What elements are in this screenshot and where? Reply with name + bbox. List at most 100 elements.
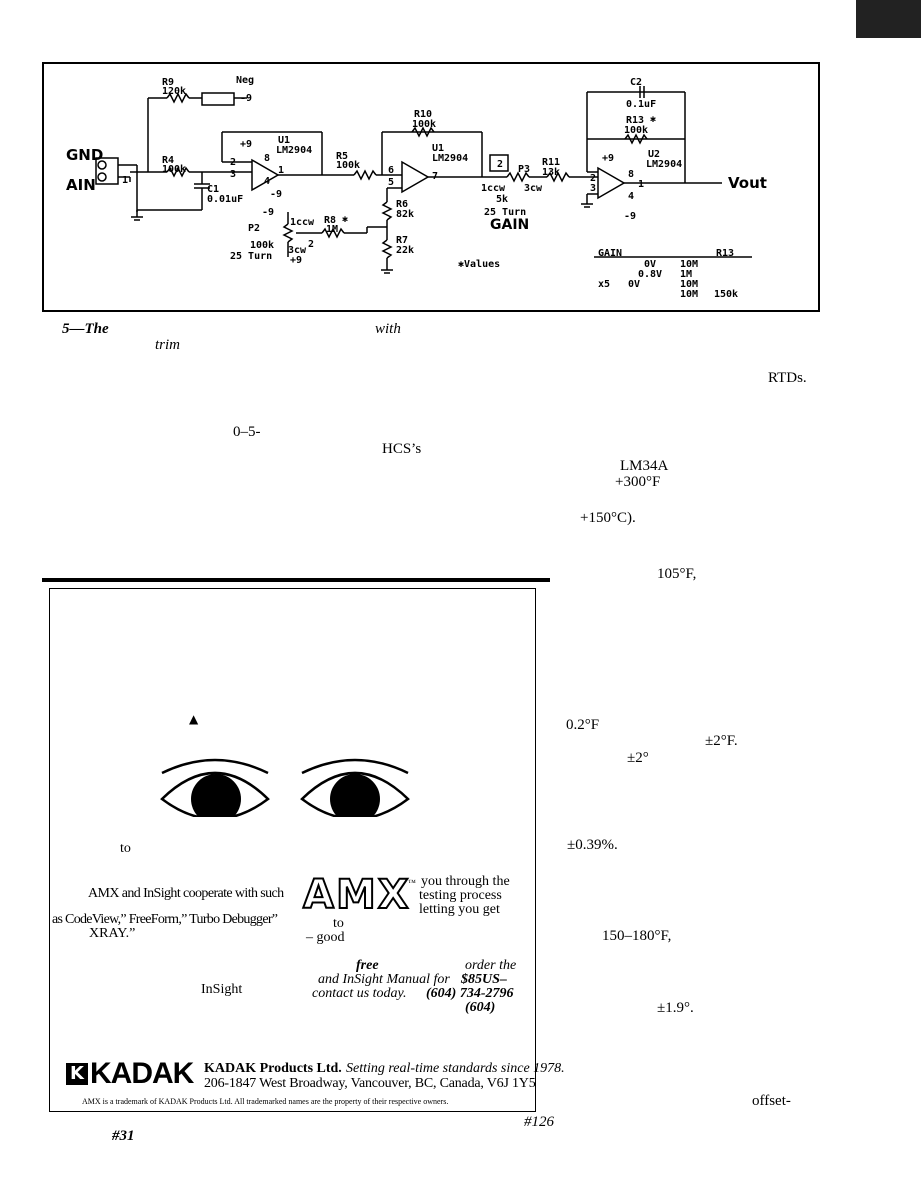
text-lm34a: LM34A <box>620 458 669 474</box>
values-note: ✱Values <box>458 259 501 270</box>
p2-3cw: 3cw <box>288 245 307 256</box>
p3-label: P3 <box>518 164 531 175</box>
ad-to: to <box>120 841 131 856</box>
schematic-wires <box>95 86 752 274</box>
r9-label: R9 <box>162 77 175 88</box>
p3-1ccw: 1ccw <box>481 183 506 194</box>
text-pm039: ±0.39%. <box>567 837 618 853</box>
text-pm2: ±2° <box>627 750 649 766</box>
ad-right-3: letting you get <box>419 902 500 917</box>
u2-part: LM2904 <box>646 159 683 170</box>
text-105f: 105°F, <box>657 566 697 582</box>
ad-price: $85US– <box>461 972 507 987</box>
svg-text:▲: ▲ <box>189 712 199 726</box>
u1b-part: LM2904 <box>432 153 469 164</box>
table-row: 0.8V 1M <box>638 269 693 280</box>
r9-value: 120k <box>162 86 187 97</box>
text-pm19: ±1.9°. <box>657 1000 694 1016</box>
ad-manual: and InSight Manual for <box>318 972 450 987</box>
ad-to-2: to <box>333 916 344 931</box>
connector-pin-1: 1 <box>122 175 129 186</box>
ain-label: AIN <box>66 176 96 194</box>
p2-neg: -9 <box>262 207 275 218</box>
figure-caption-number: 5—The <box>62 321 109 337</box>
u1a-part: LM2904 <box>276 145 313 156</box>
p3-3cw: 3cw <box>524 183 543 194</box>
ad-insight: InSight <box>201 982 243 997</box>
u1a-pin3: 3 <box>230 169 237 180</box>
neg-label: Neg <box>236 75 255 86</box>
text-150-180f: 150–180°F, <box>602 928 672 944</box>
r13-star: ✱ <box>650 114 657 125</box>
p3-box-pin: 2 <box>497 159 504 170</box>
trademark-notice: AMX is a trademark of KADAK Products Ltd… <box>82 1097 449 1106</box>
gain-table: 0V 10M 0.8V 1M x5 0V 10M 10M 150k <box>584 260 804 300</box>
c1-value: 0.01uF <box>207 194 244 205</box>
ad-line-xray: XRAY.” <box>89 926 136 941</box>
ad-line-cooperate: AMX and InSight cooperate with such <box>88 886 284 901</box>
r13-value: 100k <box>624 125 649 136</box>
u2-pin2: 2 <box>590 173 597 184</box>
u2-label: U2 <box>648 149 661 160</box>
reader-service-31: #31 <box>112 1128 135 1144</box>
p3-turn: 25 Turn <box>484 207 527 218</box>
u1b-pin6: 6 <box>388 165 395 176</box>
r5-value: 100k <box>336 160 361 171</box>
u1a-label: U1 <box>278 135 291 146</box>
ad-phone: (604) 734-2796 <box>426 986 514 1001</box>
amx-logo: AMX <box>302 872 411 918</box>
u1a-supply: +9 <box>240 139 253 150</box>
ad-right-1: you through the <box>421 874 510 889</box>
r10-label: R10 <box>414 109 433 120</box>
text-rtds: RTDs. <box>768 370 807 386</box>
ad-fax: (604) <box>465 1000 496 1015</box>
u1a-pin2: 2 <box>230 157 237 168</box>
u1b-label: U1 <box>432 143 445 154</box>
ad-good: – good <box>306 930 345 945</box>
r7-label: R7 <box>396 235 409 246</box>
r5-label: R5 <box>336 151 349 162</box>
p2-value: 100k <box>250 240 275 251</box>
ad-top-rule <box>42 578 550 582</box>
text-02f: 0.2°F <box>566 717 600 733</box>
corner-thumbnail <box>856 0 921 38</box>
table-header-r13: R13 <box>716 248 735 259</box>
u2-supply: +9 <box>602 153 615 164</box>
text-300f: +300°F <box>615 474 661 490</box>
caption-with: with <box>375 321 401 337</box>
ad-right-2: testing process <box>419 888 502 903</box>
r11-label: R11 <box>542 157 561 168</box>
amx-tm: ™ <box>408 878 416 887</box>
u2-pin1: 1 <box>638 179 645 190</box>
r7-value: 22k <box>396 245 415 256</box>
company-name: KADAK Products Ltd. <box>204 1061 342 1076</box>
u2-pin8: 8 <box>628 169 635 180</box>
ad-order: order the <box>465 958 517 973</box>
vout-label: Vout <box>728 174 767 192</box>
ad-free: free <box>356 958 379 973</box>
u1a-pin1: 1 <box>278 165 285 176</box>
text-hcs: HCS’s <box>382 441 422 457</box>
caption-trim: trim <box>155 337 181 353</box>
u2-neg: -9 <box>624 211 637 222</box>
u1a-pin4: 4 <box>264 176 271 187</box>
p2-pos: +9 <box>290 255 303 266</box>
kadak-advertisement: ▲ to AMX and InSight cooperate with such… <box>49 588 565 1112</box>
r10-value: 100k <box>412 119 437 130</box>
u2-pin3: 3 <box>590 183 597 194</box>
p2-1ccw: 1ccw <box>290 217 315 228</box>
r4-label: R4 <box>162 155 175 166</box>
ad-contact: contact us today. <box>312 986 407 1001</box>
p2-turn: 25 Turn <box>230 251 273 262</box>
u2-pin4: 4 <box>628 191 635 202</box>
p2-label: P2 <box>248 223 261 234</box>
kadak-logo: KADAK <box>90 1057 194 1090</box>
company-address: 206-1847 West Broadway, Vancouver, BC, C… <box>204 1076 536 1091</box>
text-range: 0–5- <box>233 424 261 440</box>
r11-value: 13k <box>542 167 561 178</box>
schematic-figure: R9 120k Neg -9 GND AIN 1 R4 100k C1 0.01… <box>42 62 820 312</box>
gain-label: GAIN <box>490 217 530 233</box>
text-150c: +150°C). <box>580 510 636 526</box>
p3-value: 5k <box>496 194 509 205</box>
r6-value: 82k <box>396 209 415 220</box>
